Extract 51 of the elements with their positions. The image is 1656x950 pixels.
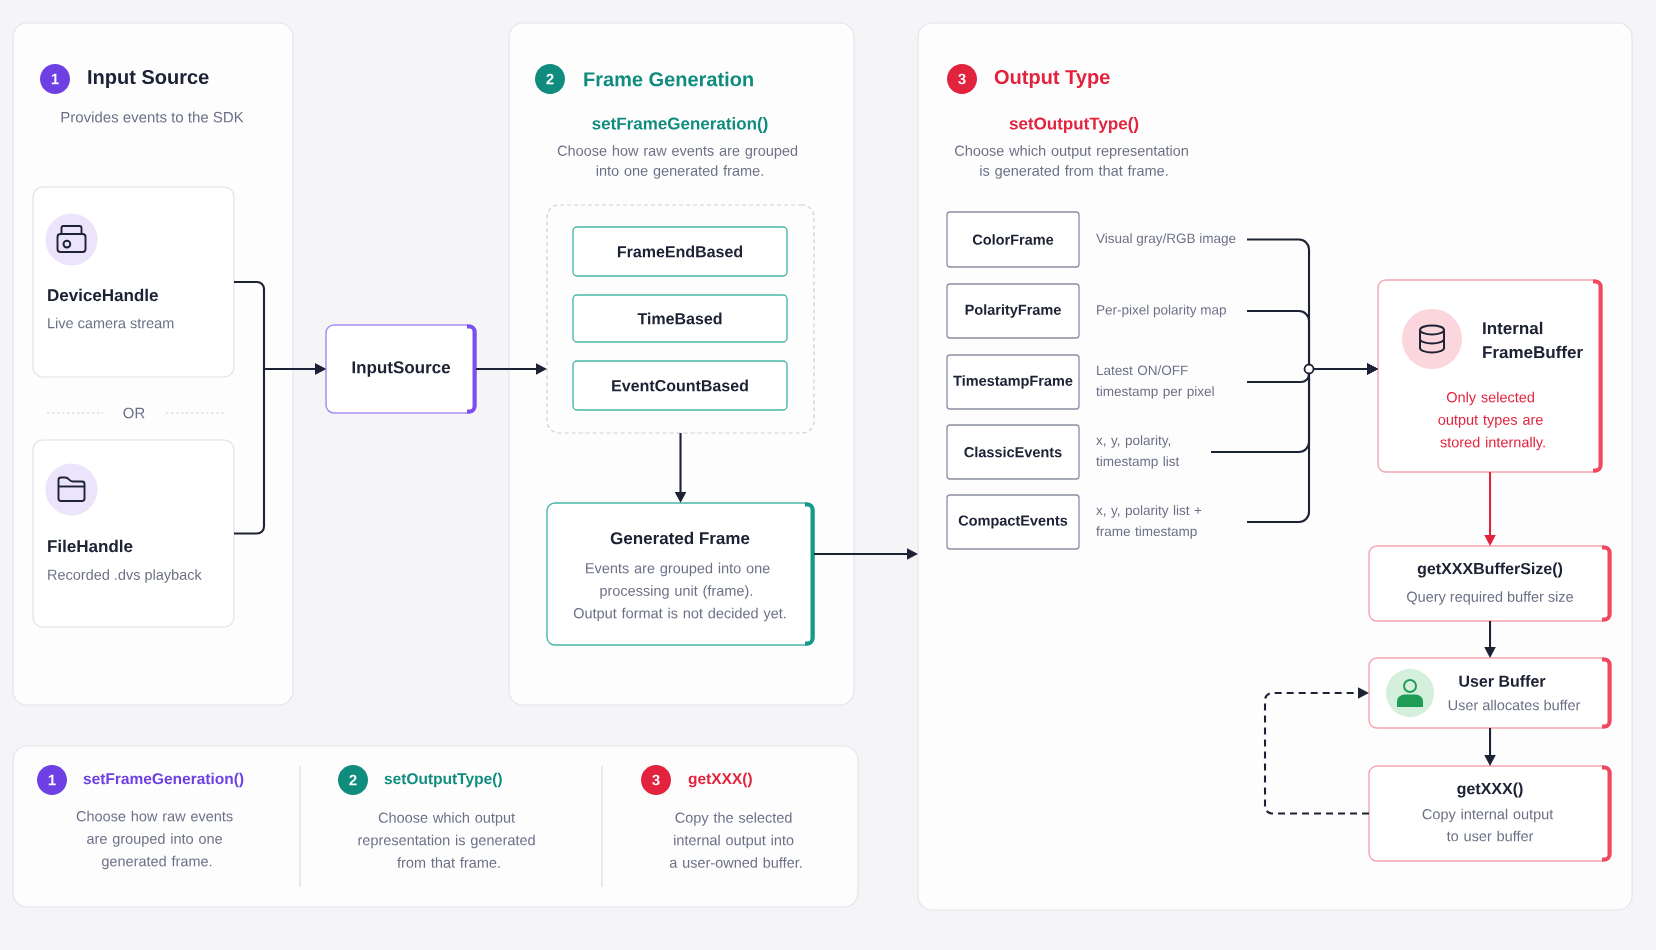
arrow [1263,687,1369,815]
box-description: User allocates buffer [1448,699,1581,711]
option-box: ColorFrame [946,211,1080,268]
panel-subtitle: Provides events to the SDK [61,111,244,123]
box-title: Internal FrameBuffer [1483,321,1583,359]
panel-subtitle: Choose how raw events are grouped into one generated frame. [557,145,798,179]
description-text: x, y, polarity, timestamp list [1096,435,1180,469]
option-box: CompactEvents [946,494,1080,550]
function-name: getXXX() [688,772,752,788]
box-description: Query required buffer size [1407,591,1574,605]
option-box: ClassicEvents [946,424,1080,480]
option-box: PolarityFrame [946,283,1080,339]
box-description: Only selected output types are stored internally. [1438,391,1545,451]
panel-heading: Frame Generation [584,71,753,87]
number-badge: 2 [535,64,565,94]
summary-text: Choose which output representation is generated from that frame. [358,812,535,868]
summary-text: Choose how raw events are grouped into one generated frame. [76,810,233,870]
panel-heading: Output Type [994,69,1110,89]
card-title: FileHandle [48,539,133,553]
number-badge: 1 [40,64,70,94]
process-box: InputSource [325,324,477,414]
option-box: EventCountBased [572,360,788,411]
option-box: TimestampFrame [946,354,1080,410]
number-badge: 3 [641,765,671,795]
box-title: getXXX() [1457,782,1523,798]
option-box: TimeBased [572,294,788,343]
box-description: Copy internal output to user buffer [1422,808,1554,842]
function-name: setOutputType() [1009,117,1139,133]
separator-text: OR [123,407,145,419]
box-title: User Buffer [1459,675,1546,687]
description-text: Per-pixel polarity map [1097,304,1226,318]
number-badge: 3 [947,64,977,94]
description-text: x, y, polarity list + frame timestamp [1096,505,1202,539]
function-name: setOutputType() [384,772,502,788]
description-text: Visual gray/RGB image [1096,233,1236,246]
function-name: setFrameGeneration() [592,117,768,133]
number-badge: 1 [37,765,67,795]
box-title: getXXXBufferSize() [1417,562,1563,578]
card-subtitle: Recorded .dvs playback [48,569,202,583]
function-name: setFrameGeneration() [83,772,244,788]
dashed-box [546,204,815,434]
card-title: DeviceHandle [48,288,158,302]
summary-text: Copy the selected internal output into a user-owned buffer. [669,812,802,868]
option-box: FrameEndBased [572,226,788,277]
box-title: Generated Frame [610,531,750,545]
card-subtitle: Live camera stream [48,317,174,329]
description-text: Latest ON/OFF timestamp per pixel [1096,365,1214,399]
number-badge: 2 [338,765,368,795]
panel-subtitle: Choose which output representation is generated from that frame. [955,145,1188,179]
box-description: Events are grouped into one processing unit (frame). Output format is not decided yet. [573,562,786,622]
panel-heading: Input Source [88,69,209,89]
